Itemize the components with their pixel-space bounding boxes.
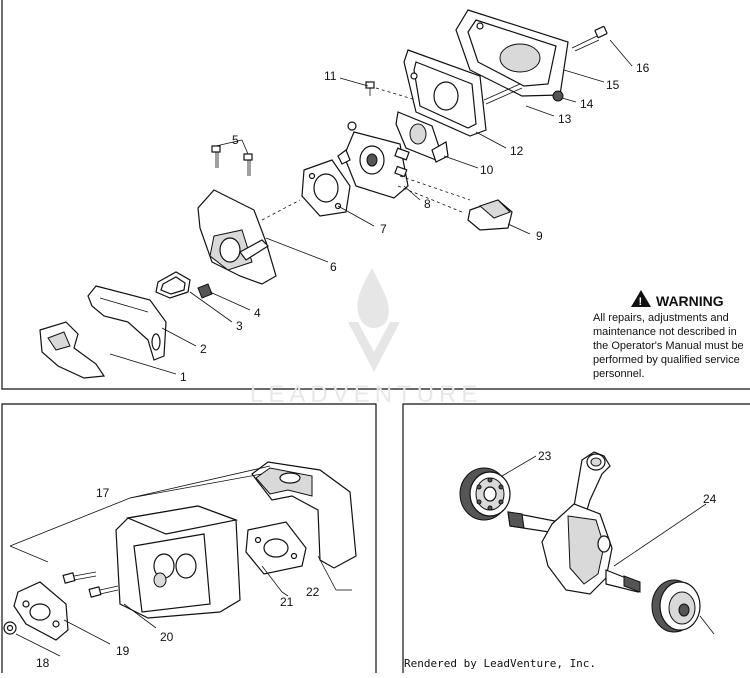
label-part-10: 10 [480,163,494,177]
warning-exclamation-icon: ! [639,296,643,308]
label-part-23: 23 [538,449,552,463]
part-24-crankshaft [507,451,641,595]
label-part-3: 3 [236,319,243,333]
label-part-5: 5 [232,133,239,147]
label-part-18: 18 [36,656,50,670]
bottom-right-panel-frame [402,403,750,673]
part-22-muffler-cover [251,461,357,569]
bottom-left-panel-frame [1,403,377,673]
label-part-22: 22 [306,585,320,599]
warning-line-2: maintenance not described in [593,326,737,338]
label-part-20: 20 [160,630,174,644]
leadventure-watermark: LEADVENTURE [250,268,482,408]
label-part-15: 15 [606,78,620,92]
warning-line-4: performed by qualified service [593,354,740,366]
part-3-seal-ring [155,271,191,299]
watermark-flame-icon [357,268,389,328]
label-part-9: 9 [536,229,543,243]
watermark-v-icon [348,322,400,372]
part-8-carburetor [337,121,410,199]
label-part-2: 2 [200,342,207,356]
label-part-7: 7 [380,222,387,236]
dashed-guide-8-9 [399,175,471,201]
part-18-nut [3,621,17,635]
warning-line-3: the Operator's Manual must be [593,340,744,352]
warning-notice: ! WARNING All repairs, adjustments and m… [593,290,744,380]
bottom-left-part-labels: 17 18 19 20 21 22 [36,486,320,670]
label-part-17: 17 [96,486,110,500]
label-part-4: 4 [254,306,261,320]
part-7-intake-gasket [301,159,351,217]
render-credit: Rendered by LeadVenture, Inc. [404,657,596,670]
label-part-13: 13 [558,112,572,126]
part-20-muffler-body [115,505,241,619]
part-4-fitting [197,283,213,299]
muffler-bolts [62,571,119,598]
part-2-bracket [87,285,167,361]
top-leader-lines [109,39,633,375]
part-10-carburetor-bracket [395,111,449,163]
part-15-air-filter-cover [455,9,569,97]
crankshaft-bearing [651,579,701,633]
part-21-muffler-gasket [245,521,307,575]
part-23-bearing [459,467,511,521]
part-19-muffler-plate [13,581,69,641]
warning-triangle-icon [631,290,651,307]
warning-title: WARNING [656,293,724,309]
label-part-6: 6 [330,260,337,274]
part-11-screw [365,81,417,101]
bottom-left-leader-lines [9,465,352,657]
watermark-text: LEADVENTURE [250,381,482,408]
label-part-1: 1 [180,370,187,384]
top-part-labels: 1 2 3 4 5 6 7 8 9 10 11 12 13 14 15 16 [180,61,650,384]
label-part-8: 8 [424,197,431,211]
warning-line-5: personnel. [593,368,644,380]
part-5-screws [211,145,253,176]
part-6-intake-housing [197,189,301,285]
label-part-16: 16 [636,61,650,75]
label-part-21: 21 [280,595,294,609]
bottom-right-part-labels: 23 24 [538,449,717,506]
label-part-24: 24 [703,492,717,506]
warning-line-1: All repairs, adjustments and [593,312,729,324]
part-9-choke-knob [467,199,513,231]
label-part-12: 12 [510,144,524,158]
bottom-right-leader-lines [501,455,715,635]
label-part-19: 19 [116,644,130,658]
part-14-nut [552,90,564,102]
label-part-14: 14 [580,97,594,111]
part-12-air-filter [403,49,487,137]
part-16-bolt [571,25,608,52]
top-panel-frame [1,0,750,390]
label-part-11: 11 [324,69,337,83]
part-1-heat-shield [39,321,106,379]
